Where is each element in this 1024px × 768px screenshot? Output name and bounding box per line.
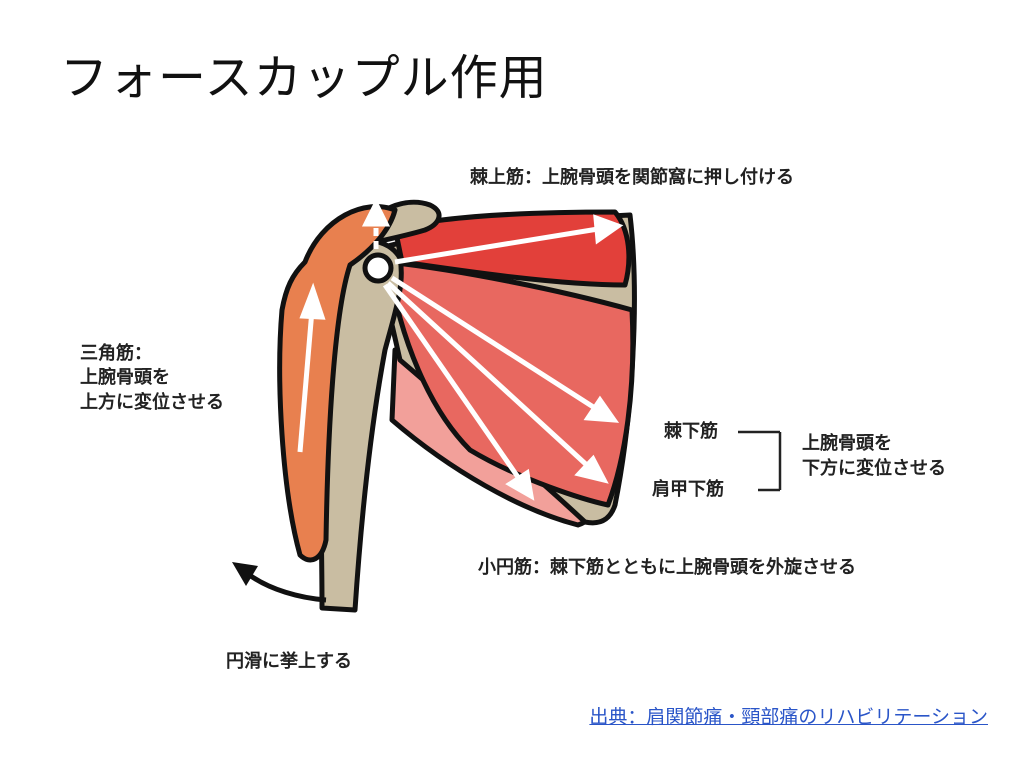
deltoid-label-line3: 上方に変位させる xyxy=(80,392,224,413)
deltoid-label-line1: 三角筋： xyxy=(80,343,152,364)
humeral-head-marker xyxy=(362,252,394,284)
subscapularis-label: 肩甲下筋 xyxy=(652,479,724,500)
teres-minor-arrow xyxy=(382,283,523,482)
supraspinatus-muscle xyxy=(392,209,632,288)
supraspinatus-arrow xyxy=(394,226,599,265)
infraspinatus-arrow xyxy=(390,275,600,413)
elevation-label: 円滑に挙上する xyxy=(226,651,352,672)
page-title: フォースカップル作用 xyxy=(60,50,548,106)
teres-minor-label: 小円筋：棘下筋とともに上腕骨頭を外旋させる xyxy=(478,557,856,578)
inferior-displacement-line2: 下方に変位させる xyxy=(802,458,946,479)
deltoid-label-line2: 上腕骨頭を xyxy=(80,367,170,388)
rotation-arrow xyxy=(246,571,327,603)
infraspinatus-label: 棘下筋 xyxy=(664,421,718,442)
inferior-displacement-line1: 上腕骨頭を xyxy=(802,433,892,454)
subscapularis-arrow xyxy=(386,281,592,470)
infraspinatus-muscle xyxy=(385,259,636,508)
supraspinatus-label: 棘上筋：上腕骨頭を関節窩に押し付ける xyxy=(470,167,794,188)
muscle-bracket xyxy=(738,430,782,492)
source-link[interactable]: 出典：肩関節痛・頸部痛のリハビリテーション xyxy=(589,706,988,728)
deltoid-arrow xyxy=(297,309,315,453)
